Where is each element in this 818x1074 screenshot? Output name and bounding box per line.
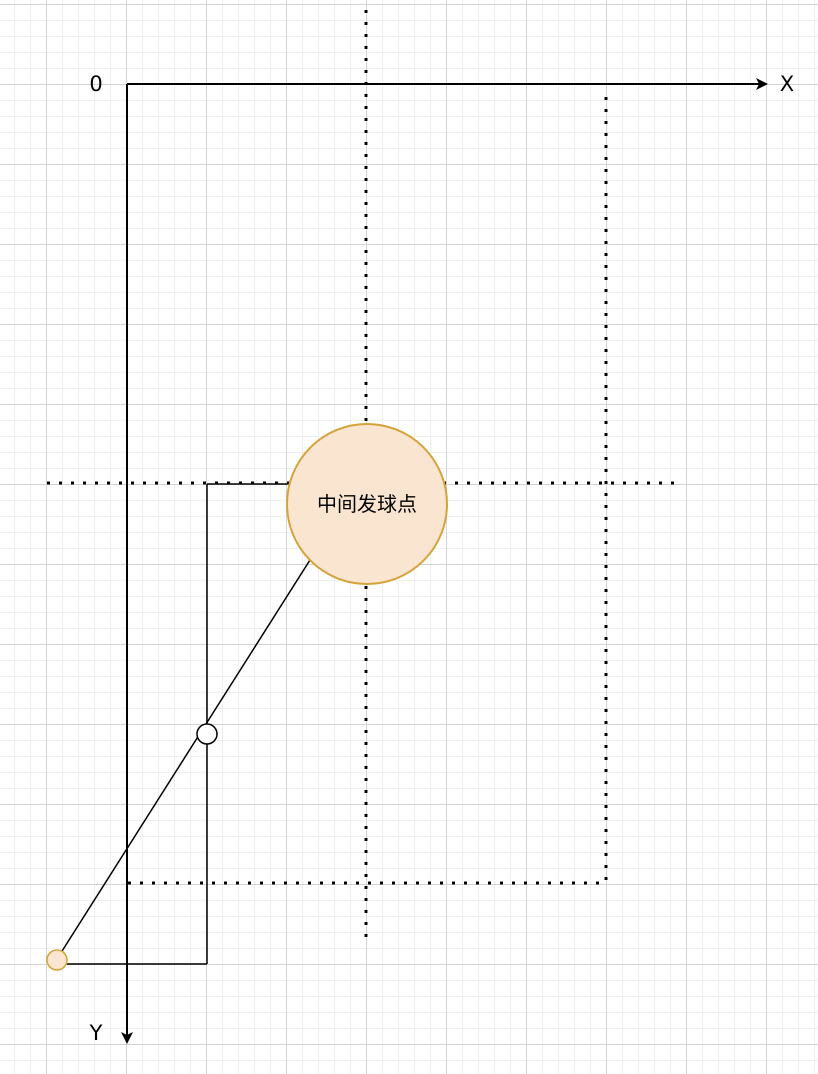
trajectory-line bbox=[56, 559, 311, 960]
intersection-point bbox=[196, 723, 218, 745]
trajectory-frame bbox=[56, 483, 311, 965]
center-serve-point-label: 中间发球点 bbox=[317, 492, 417, 516]
origin-label: 0 bbox=[89, 72, 102, 96]
x-axis-label: X bbox=[780, 72, 794, 96]
axes bbox=[121, 78, 768, 1044]
center-serve-point bbox=[286, 423, 448, 585]
ball-small bbox=[46, 949, 68, 971]
y-axis-label: Y bbox=[89, 1021, 103, 1045]
